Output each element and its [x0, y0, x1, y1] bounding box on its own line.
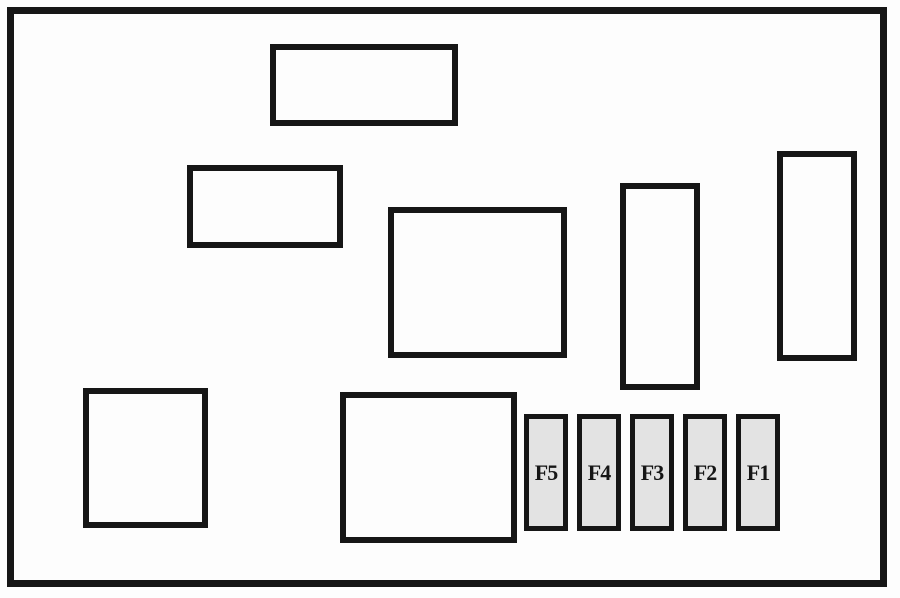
fuse-f2-label: F2	[693, 459, 717, 485]
component-box-center	[388, 207, 567, 358]
component-box-top	[270, 44, 458, 126]
fuse-f3: F3	[630, 414, 674, 531]
component-box-upper-left	[187, 165, 343, 248]
component-box-mid-right	[620, 183, 700, 390]
component-box-far-right	[777, 151, 857, 361]
fuse-f1: F1	[736, 414, 780, 531]
fuse-f4: F4	[577, 414, 621, 531]
fuse-f3-label: F3	[640, 459, 664, 485]
fuse-f2: F2	[683, 414, 727, 531]
fuse-f1-label: F1	[746, 459, 770, 485]
fuse-f5-label: F5	[534, 459, 558, 485]
fuse-box-outline	[7, 7, 887, 587]
component-box-lower-left	[83, 388, 208, 528]
component-box-lower-center	[340, 392, 517, 543]
fuse-f4-label: F4	[587, 459, 611, 485]
fuse-f5: F5	[524, 414, 568, 531]
